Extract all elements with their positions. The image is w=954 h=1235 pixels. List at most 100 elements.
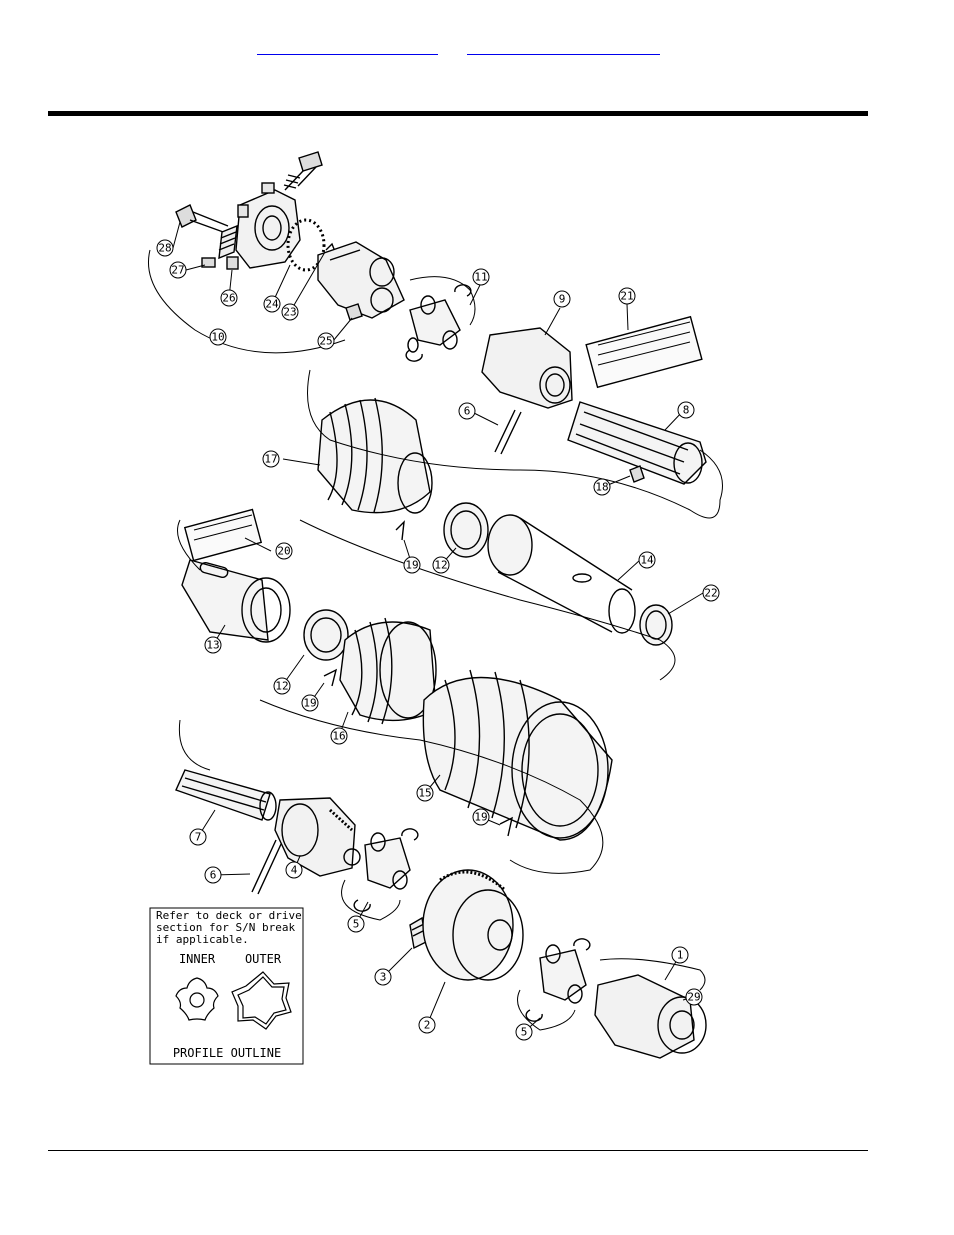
callout-circle — [677, 401, 695, 419]
callout-number: 28 — [158, 242, 171, 255]
callout-number: 16 — [332, 730, 345, 743]
callout-circle — [281, 303, 299, 321]
header-link-right[interactable] — [467, 38, 660, 55]
callout-number: 21 — [620, 290, 633, 303]
note-line-3: if applicable. — [156, 933, 249, 946]
guard-cone-15-part — [422, 669, 613, 841]
profile-outline-caption: PROFILE OUTLINE — [173, 1046, 281, 1060]
cross-bearing-5-right-part — [525, 938, 591, 1022]
inner-tube-7-part — [175, 769, 277, 821]
flange-yoke-part — [235, 182, 301, 269]
nut-25-part — [345, 303, 363, 321]
callout-number: 18 — [595, 481, 608, 494]
callout-circle — [403, 556, 421, 574]
callout-circle — [262, 450, 280, 468]
callout-8: 8 — [677, 401, 695, 419]
outer-tube-14-part — [487, 514, 636, 634]
callout-circle — [515, 1023, 533, 1041]
callout-number: 20 — [277, 545, 290, 558]
callout-circle — [275, 542, 293, 560]
callout-19: 19 — [403, 556, 421, 574]
callout-19: 19 — [301, 694, 319, 712]
callout-circle — [263, 295, 281, 313]
callout-circle — [685, 988, 703, 1006]
callout-circle — [220, 289, 238, 307]
decal-21-part — [585, 315, 703, 389]
grease-fitting-18-part — [629, 465, 645, 483]
callout-number: 11 — [474, 271, 487, 284]
callout-5: 5 — [347, 915, 365, 933]
callout-2: 2 — [418, 1016, 436, 1034]
callout-11: 11 — [472, 268, 490, 286]
callout-26: 26 — [220, 289, 238, 307]
header-link-left[interactable] — [257, 38, 438, 55]
cv-housing-2-part — [422, 869, 524, 981]
decal-20-part — [183, 508, 263, 562]
callout-5: 5 — [515, 1023, 533, 1041]
yoke-10-part — [317, 241, 405, 319]
callout-number: 22 — [704, 587, 717, 600]
callout-circle — [204, 636, 222, 654]
inner-tube-8-part — [567, 401, 707, 485]
callout-15: 15 — [416, 784, 434, 802]
callout-9: 9 — [553, 290, 571, 308]
callout-number: 5 — [521, 1026, 528, 1039]
callout-circle — [418, 1016, 436, 1034]
callout-3: 3 — [374, 968, 392, 986]
callout-circle — [472, 808, 490, 826]
callout-circle — [593, 478, 611, 496]
callout-number: 17 — [264, 453, 277, 466]
callout-24: 24 — [263, 295, 281, 313]
callout-27: 27 — [169, 261, 187, 279]
callout-number: 12 — [275, 680, 288, 693]
callout-circle — [317, 332, 335, 350]
callout-circle — [204, 866, 222, 884]
callout-number: 25 — [319, 335, 332, 348]
callout-circle — [169, 261, 187, 279]
spring-27-part — [218, 224, 238, 260]
callout-circle — [638, 551, 656, 569]
callout-number: 15 — [418, 787, 431, 800]
roll-pin-6-top-part — [494, 409, 522, 455]
callout-number: 12 — [434, 559, 447, 572]
callout-23: 23 — [281, 303, 299, 321]
callout-7: 7 — [189, 828, 207, 846]
callout-14: 14 — [638, 551, 656, 569]
callout-number: 4 — [291, 864, 298, 877]
callout-12: 12 — [432, 556, 450, 574]
callout-circle — [472, 268, 490, 286]
callout-number: 23 — [283, 306, 296, 319]
callout-number: 19 — [474, 811, 487, 824]
callout-circle — [374, 968, 392, 986]
screw-19-top-part — [395, 520, 405, 541]
callout-10: 10 — [209, 328, 227, 346]
bellows-16-part — [339, 617, 437, 725]
callout-number: 8 — [683, 404, 690, 417]
callout-number: 27 — [171, 264, 184, 277]
note-line-2: section for S/N break — [156, 921, 295, 934]
yoke-4-part — [274, 797, 361, 877]
callout-28: 28 — [156, 239, 174, 257]
washer-27-part — [201, 257, 216, 268]
callout-number: 10 — [211, 331, 224, 344]
callout-6: 6 — [458, 402, 476, 420]
screw-19-bottom-part — [499, 816, 514, 837]
callout-circle — [189, 828, 207, 846]
callout-6: 6 — [204, 866, 222, 884]
callout-29: 29 — [685, 988, 703, 1006]
callout-number: 29 — [687, 991, 700, 1004]
callout-circle — [671, 946, 689, 964]
callout-17: 17 — [262, 450, 280, 468]
callout-number: 9 — [559, 293, 566, 306]
callout-circle — [301, 694, 319, 712]
callout-number: 13 — [206, 639, 219, 652]
callout-number: 24 — [265, 298, 279, 311]
callout-number: 6 — [210, 869, 217, 882]
callout-22: 22 — [702, 584, 720, 602]
yoke-1-part — [594, 974, 707, 1059]
yoke-9-part — [481, 327, 573, 409]
outer-tube-13-part — [181, 559, 291, 643]
profile-note-box: Refer to deck or drive section for S/N b… — [149, 907, 304, 1065]
